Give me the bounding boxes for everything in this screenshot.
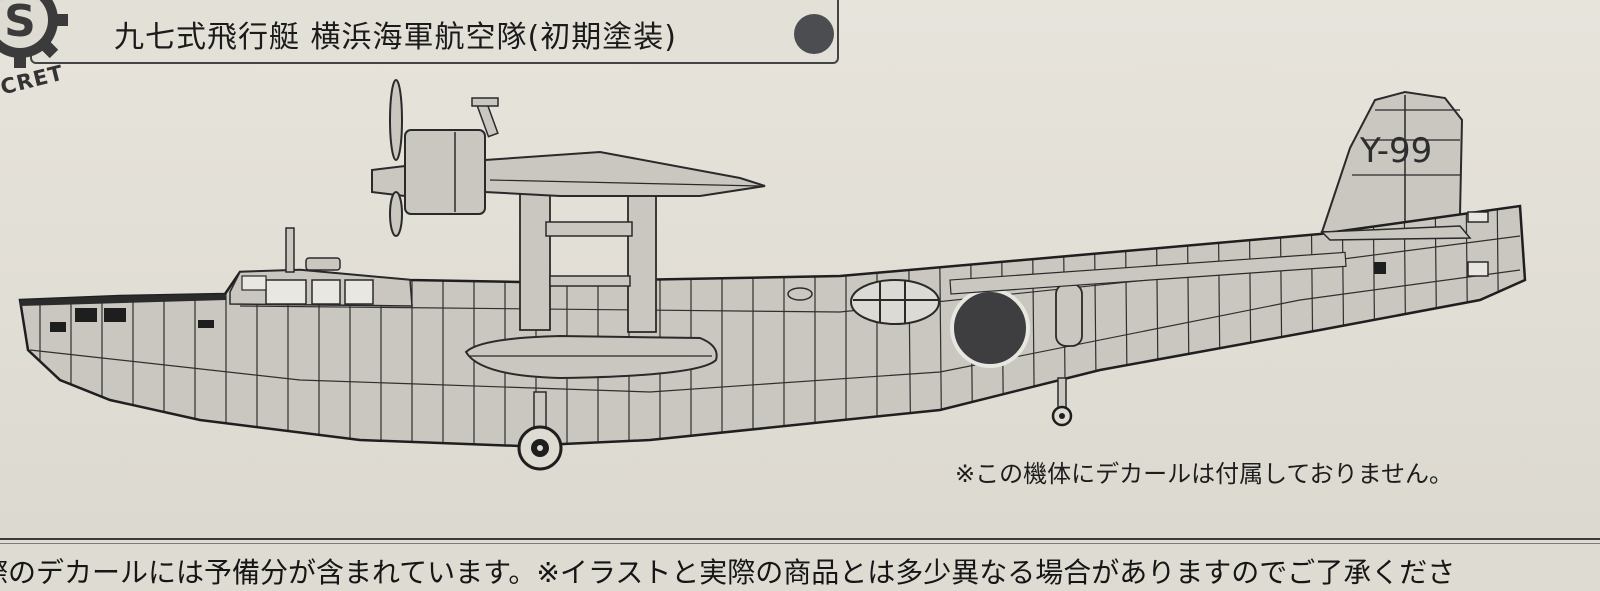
hinomaru-roundel — [952, 290, 1028, 366]
aircraft-title: 九七式飛行艇 横浜海軍航空隊(初期塗装) — [114, 12, 677, 56]
flying-boat-illustration: Y-99 — [0, 60, 1600, 480]
instruction-sheet: 九七式飛行艇 横浜海軍航空隊(初期塗装) S CRET Y — [0, 0, 1600, 540]
no-decal-note: ※この機体にデカールは付属しておりません。 — [955, 454, 1453, 489]
section-divider — [0, 538, 1600, 540]
badge-letter: S — [4, 0, 36, 47]
footer-notice: 際のデカールには予備分が含まれています。※イラストと実際の商品とは多少異なる場合… — [0, 551, 1455, 591]
tail-code: Y-99 — [1359, 131, 1432, 171]
section-divider-thin — [0, 543, 1600, 544]
color-swatch — [794, 14, 834, 54]
title-box: 九七式飛行艇 横浜海軍航空隊(初期塗装) — [30, 0, 839, 64]
